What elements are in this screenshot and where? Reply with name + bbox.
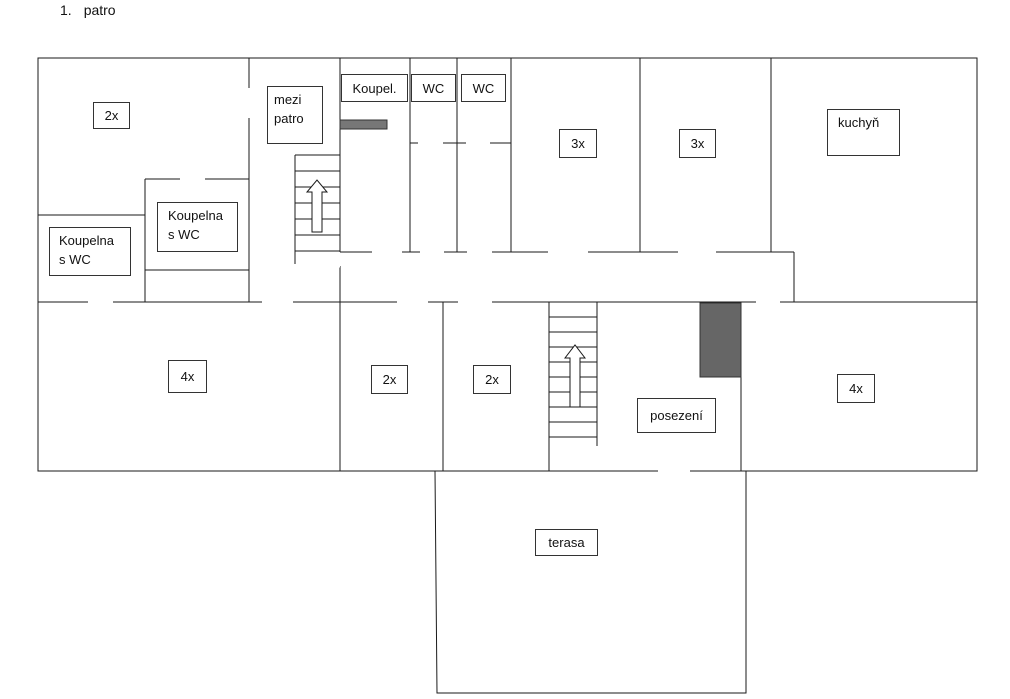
room-label-2x: 2x xyxy=(93,102,130,129)
room-label-3x: 3x xyxy=(559,129,597,158)
room-label-koupelna-s-wc: Koupelna s WC xyxy=(157,202,238,252)
mezipatro-line1: mezi xyxy=(274,92,302,107)
room-label-wc: WC xyxy=(461,74,506,102)
mezipatro-line2: patro xyxy=(274,111,304,126)
arrow-up-icon xyxy=(563,344,587,408)
room-label-terasa: terasa xyxy=(535,529,598,556)
door-gaps xyxy=(88,88,780,473)
room-label-4x: 4x xyxy=(837,374,875,403)
room-label-posezeni: posezení xyxy=(637,398,716,433)
fireplace-block xyxy=(699,302,742,378)
fixture-bar xyxy=(339,119,388,130)
room-label-2x: 2x xyxy=(371,365,408,394)
room-label-koupel: Koupel. xyxy=(341,74,408,102)
koupelna-line2: s WC xyxy=(59,252,91,267)
koupelna-line1: Koupelna xyxy=(59,233,114,248)
room-label-4x: 4x xyxy=(168,360,207,393)
room-label-mezipatro: mezi patro xyxy=(267,86,323,144)
walls xyxy=(37,57,978,694)
room-label-3x: 3x xyxy=(679,129,716,158)
page-heading: 1. patro xyxy=(60,2,116,18)
room-label-2x: 2x xyxy=(473,365,511,394)
lower-staircase xyxy=(549,302,598,446)
room-label-wc: WC xyxy=(411,74,456,102)
outer-wall xyxy=(37,57,978,472)
arrow-up-icon xyxy=(305,179,329,233)
room-label-koupelna-s-wc: Koupelna s WC xyxy=(49,227,131,276)
upper-staircase xyxy=(294,154,340,264)
koupelna-line1: Koupelna xyxy=(168,208,223,223)
room-label-kuchyn: kuchyň xyxy=(827,109,900,156)
terrace-outline xyxy=(434,470,747,694)
heading-title: patro xyxy=(83,2,116,18)
koupelna-line2: s WC xyxy=(168,227,200,242)
heading-number: 1. xyxy=(60,2,72,18)
